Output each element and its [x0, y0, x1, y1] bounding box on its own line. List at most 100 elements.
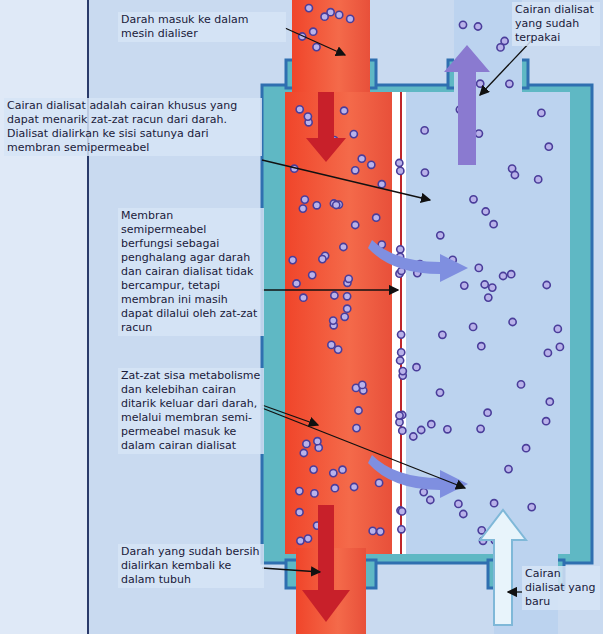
molecule-dot [289, 257, 296, 264]
molecule-dot [501, 37, 508, 44]
molecule-dot [397, 246, 404, 253]
molecule-dot [427, 496, 434, 503]
molecule-dot [313, 202, 320, 209]
left-panel [0, 0, 88, 634]
molecule-dot [470, 323, 477, 330]
molecule-dot [336, 11, 343, 18]
leader-line [262, 160, 430, 200]
molecule-dot [506, 80, 513, 87]
molecule-dot [355, 407, 362, 414]
molecule-dot [377, 528, 384, 535]
molecule-dot [474, 23, 481, 30]
molecule-dot [475, 264, 482, 271]
molecule-dot [523, 445, 530, 452]
molecule-dot [439, 331, 446, 338]
molecule-dot [313, 44, 320, 51]
housing [262, 85, 592, 563]
molecule-dot [330, 317, 337, 324]
molecule-dot [484, 409, 491, 416]
leader-line [262, 289, 398, 290]
molecule-dot [339, 466, 346, 473]
molecule-dot [301, 196, 308, 203]
molecule-dot [477, 80, 484, 87]
molecule-dot [376, 479, 383, 486]
molecule-dot [437, 232, 444, 239]
molecule-dot [353, 425, 360, 432]
molecule-dot [319, 256, 326, 263]
molecule-dot [303, 440, 310, 447]
molecule-dot [413, 364, 420, 371]
molecule-dot [436, 389, 443, 396]
molecule-dot [535, 176, 542, 183]
molecule-dot [311, 490, 318, 497]
molecule-dot [505, 466, 512, 473]
molecule-dot [304, 113, 311, 120]
molecule-dot [300, 294, 307, 301]
molecule-dot [459, 21, 466, 28]
molecule-dot [396, 412, 403, 419]
molecule-dots [289, 5, 563, 545]
molecule-dot [296, 106, 303, 113]
callout-text: Darah masuk ke dalam mesin dialiser [118, 12, 286, 42]
molecule-dot [328, 341, 335, 348]
new-dialysate-arrow [480, 510, 526, 625]
molecule-dot [554, 325, 561, 332]
molecule-dot [556, 343, 563, 350]
molecule-dot [528, 504, 535, 511]
molecule-dot [305, 5, 312, 12]
callout-text: Cairan dialisat adalah cairan khusus yan… [4, 98, 262, 156]
molecule-dot [310, 28, 317, 35]
molecule-dot [341, 313, 348, 320]
molecule-dot [314, 438, 321, 445]
molecule-dot [378, 181, 385, 188]
leader-line [508, 591, 522, 592]
molecule-dot [304, 535, 311, 542]
molecule-dot [482, 208, 489, 215]
molecule-dot [358, 155, 365, 162]
divider-line [87, 0, 89, 634]
molecule-dot [296, 488, 303, 495]
callout-text: Membran semipermeabel berfungsi sebagai … [118, 208, 264, 336]
molecule-dot [335, 346, 342, 353]
molecule-dot [351, 483, 358, 490]
molecule-dot [352, 167, 359, 174]
transfer-arrow [368, 240, 468, 282]
molecule-dot [545, 143, 552, 150]
molecule-dot [420, 489, 427, 496]
molecule-dot [399, 368, 406, 375]
blood-channel [285, 92, 392, 554]
molecule-dot [455, 500, 462, 507]
molecule-dot [509, 318, 516, 325]
molecule-dot [397, 357, 404, 364]
molecule-dot [341, 107, 348, 114]
molecule-dot [345, 275, 352, 282]
molecule-dot [399, 427, 406, 434]
molecule-dot [508, 271, 515, 278]
leader-line [262, 408, 465, 488]
molecule-dot [368, 161, 375, 168]
leader-line [262, 405, 318, 425]
molecule-dot [421, 127, 428, 134]
callout-text: Darah yang sudah bersih dialirkan kembal… [118, 544, 264, 588]
callout-text: Cairan dialisat yang sudah terpakai [512, 2, 600, 46]
molecule-dot [544, 349, 551, 356]
molecule-dot [410, 433, 417, 440]
blood-inlet [292, 0, 370, 100]
molecule-dot [478, 343, 485, 350]
molecule-dot [500, 272, 507, 279]
molecule-dot [538, 109, 545, 116]
molecule-dot [352, 221, 359, 228]
leader-line [262, 568, 320, 572]
blood-out-arrow [302, 505, 350, 622]
molecule-dot [344, 293, 351, 300]
molecule-dot [330, 470, 337, 477]
molecule-dot [491, 500, 498, 507]
molecule-dot [444, 426, 451, 433]
blood-in-arrow [306, 92, 346, 162]
molecule-dot [543, 418, 550, 425]
molecule-dot [321, 13, 328, 20]
molecule-dot [428, 421, 435, 428]
molecule-dot [340, 243, 347, 250]
molecule-dot [470, 196, 477, 203]
